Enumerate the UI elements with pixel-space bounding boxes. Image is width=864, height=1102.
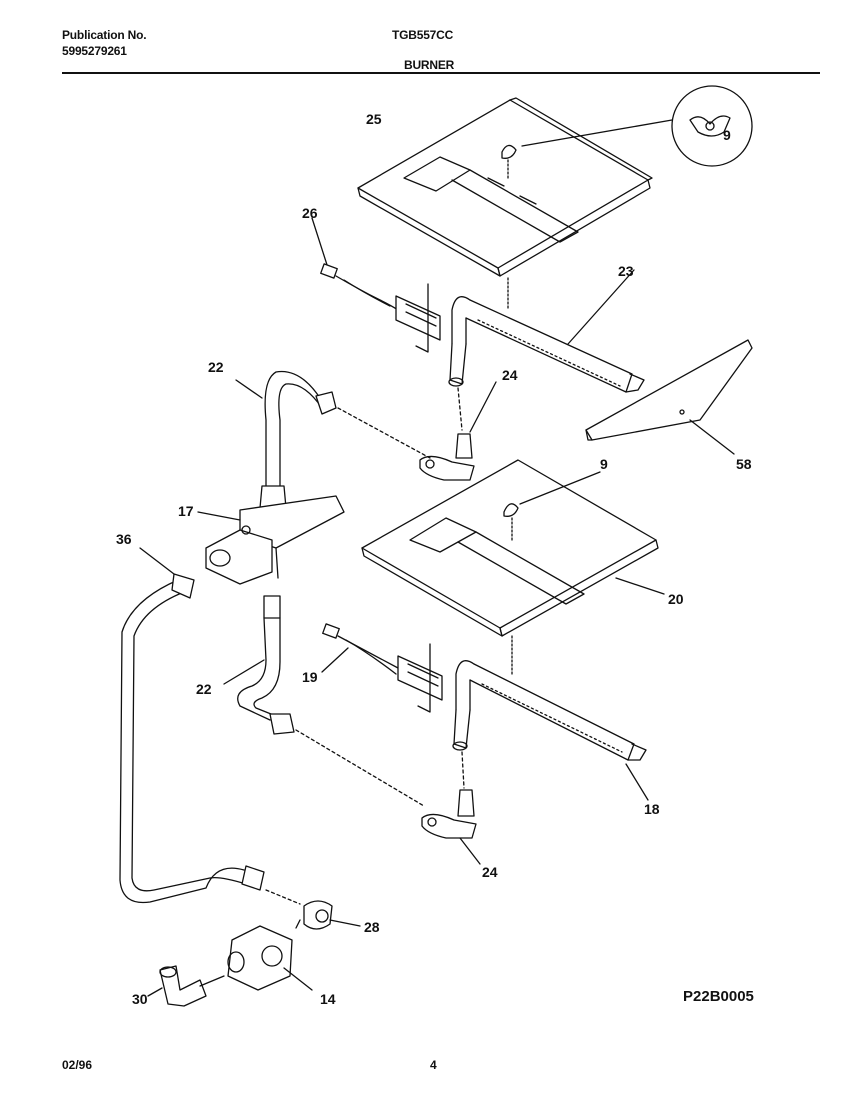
lower-baffle — [361, 459, 665, 677]
upper-orifice — [419, 381, 497, 481]
callout-14: 14 — [320, 991, 336, 1007]
lower-ignitor — [321, 623, 443, 713]
regulator-assembly — [147, 889, 361, 1007]
callout-36: 36 — [116, 531, 132, 547]
heat-deflector — [585, 339, 753, 455]
upper-burner-tube — [448, 269, 645, 431]
callout-18: 18 — [644, 801, 660, 817]
drawing-code: P22B0005 — [683, 988, 754, 1005]
callout-19: 19 — [302, 669, 318, 685]
upper-gas-tube — [235, 370, 431, 509]
callout-30: 30 — [132, 991, 148, 1007]
callout-22-lower: 22 — [196, 681, 212, 697]
model-number: TGB557CC — [392, 28, 454, 42]
wing-nut-detail — [501, 85, 753, 179]
upper-baffle — [357, 97, 653, 277]
callout-25: 25 — [366, 111, 382, 127]
callout-58: 58 — [736, 456, 752, 472]
publication-number: 5995279261 — [62, 44, 127, 58]
supply-tube — [119, 547, 265, 904]
callout-22-upper: 22 — [208, 359, 224, 375]
footer-date: 02/96 — [62, 1058, 93, 1072]
valve-assembly — [197, 495, 345, 585]
publication-label: Publication No. — [62, 28, 147, 42]
lower-gas-tube — [223, 595, 425, 807]
lower-burner-tube — [452, 660, 649, 801]
callout-23: 23 — [618, 263, 634, 279]
page-number: 4 — [430, 1058, 437, 1072]
callout-9-detail: 9 — [723, 127, 731, 143]
callout-17: 17 — [178, 503, 194, 519]
callout-24-upper: 24 — [502, 367, 518, 383]
callout-26: 26 — [302, 205, 318, 221]
callout-28: 28 — [364, 919, 380, 935]
lower-orifice — [421, 789, 481, 865]
section-title: BURNER — [404, 58, 455, 72]
header-rule — [62, 72, 820, 74]
callout-20: 20 — [668, 591, 684, 607]
callout-24-lower: 24 — [482, 864, 498, 880]
upper-ignitor — [311, 217, 441, 353]
callout-9: 9 — [600, 456, 608, 472]
